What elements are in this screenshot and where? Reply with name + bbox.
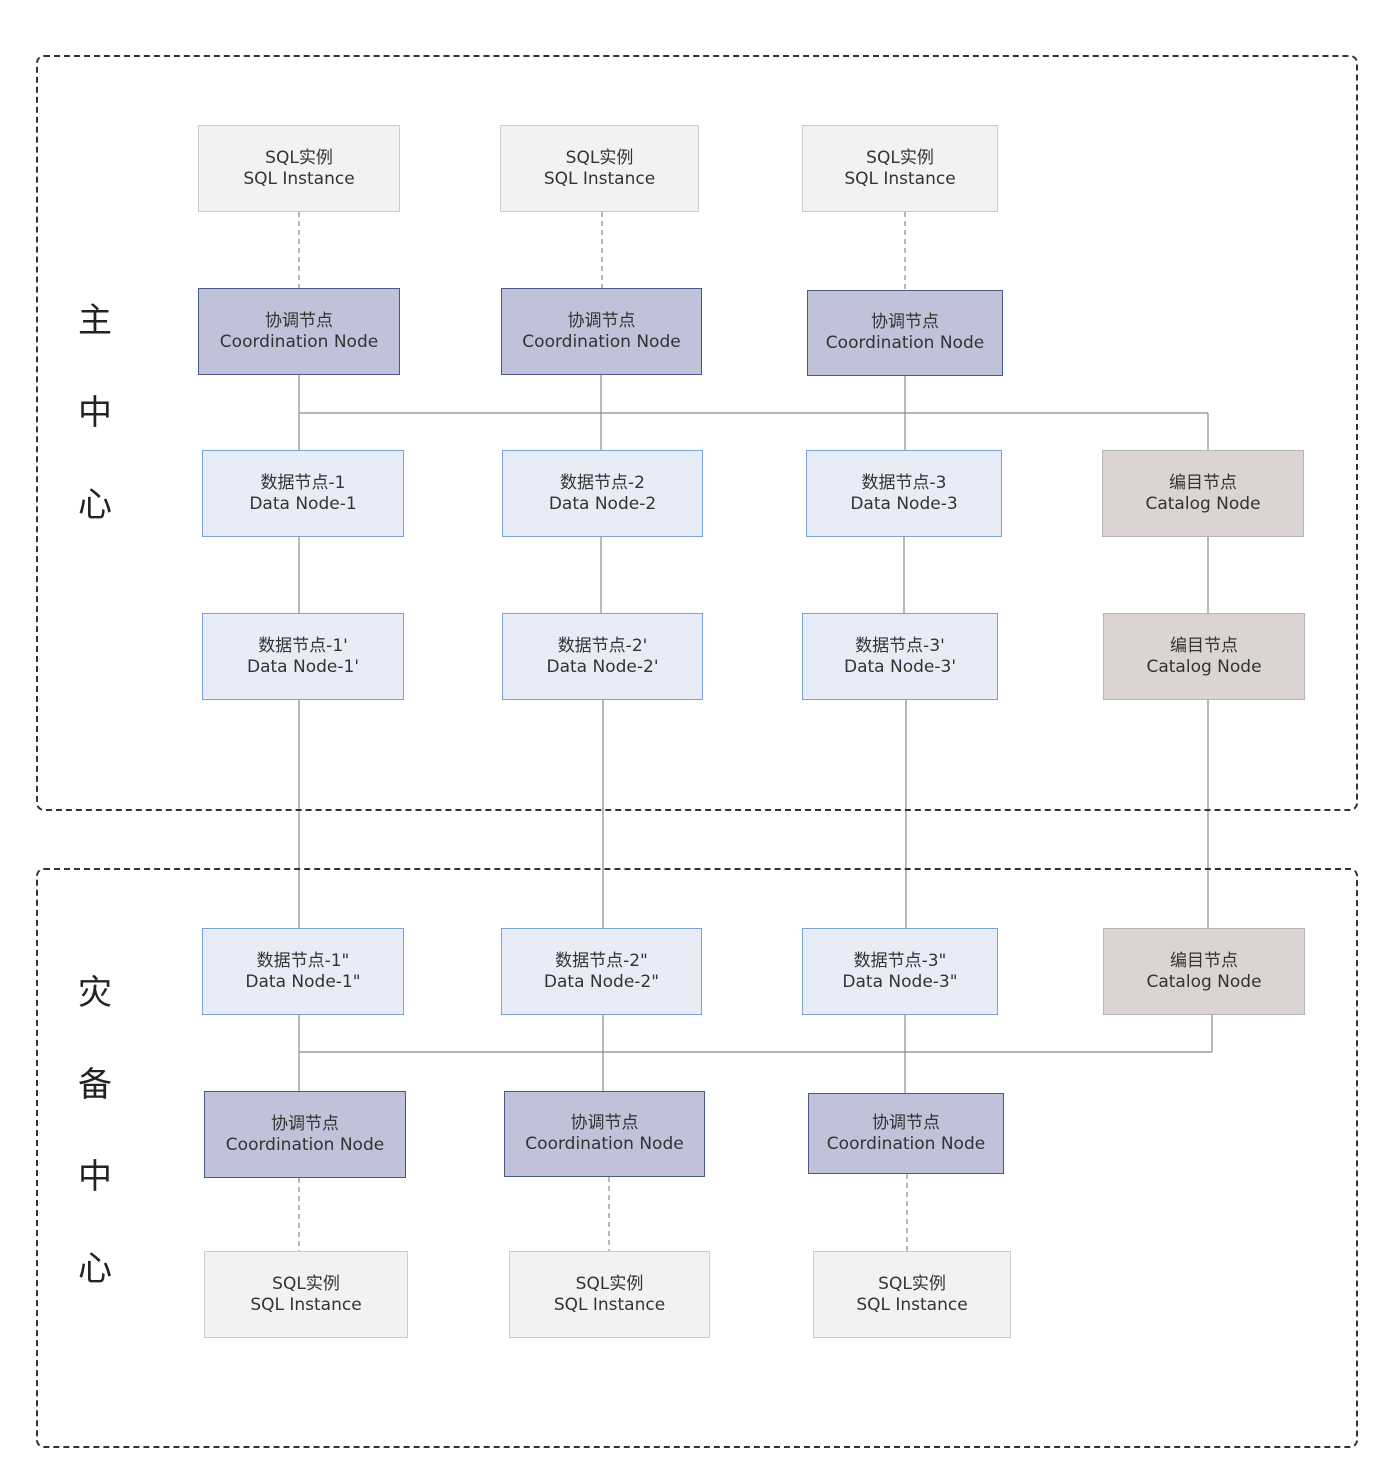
node-label-en: Data Node-1" bbox=[245, 971, 361, 992]
primary-center-label: 主 中 心 bbox=[65, 293, 125, 569]
node-label-en: Coordination Node bbox=[826, 1133, 986, 1154]
primary-center-region bbox=[36, 55, 1358, 811]
node-label-en: Data Node-3' bbox=[844, 656, 956, 677]
node-label-zh: SQL实例 bbox=[272, 1273, 340, 1294]
node-label-zh: 数据节点-2' bbox=[557, 635, 648, 656]
node-label-zh: 数据节点-3" bbox=[853, 950, 947, 971]
node-label-zh: 数据节点-2" bbox=[555, 950, 648, 971]
data-node-replica: 数据节点-1'Data Node-1' bbox=[202, 613, 404, 700]
node-label-zh: 数据节点-1" bbox=[256, 950, 350, 971]
node-label-zh: 数据节点-2 bbox=[560, 472, 645, 493]
node-label-zh: 编目节点 bbox=[1170, 635, 1238, 656]
node-label-en: Data Node-2' bbox=[546, 656, 659, 677]
node-label-en: Coordination Node bbox=[225, 1134, 385, 1155]
node-label-en: Data Node-1' bbox=[247, 656, 359, 677]
node-label-en: SQL Instance bbox=[243, 168, 355, 189]
node-label-en: Data Node-2" bbox=[543, 971, 660, 992]
node-label-en: SQL Instance bbox=[553, 1294, 666, 1315]
node-label-en: Coordination Node bbox=[525, 1134, 684, 1154]
node-label-en: Data Node-2 bbox=[548, 493, 657, 514]
node-label-en: SQL Instance bbox=[856, 1294, 968, 1315]
node-label-zh: 协调节点 bbox=[871, 312, 939, 332]
node-label-en: Data Node-3 bbox=[850, 493, 958, 514]
node-label-en: Coordination Node bbox=[219, 331, 379, 352]
node-label-zh: 数据节点-1' bbox=[258, 635, 348, 656]
backup-label-char: 心 bbox=[78, 1249, 112, 1289]
primary-label-char: 中 bbox=[78, 393, 112, 433]
node-label-zh: 数据节点-1 bbox=[260, 472, 346, 493]
node-label-en: Catalog Node bbox=[1146, 971, 1262, 992]
backup-data-node: 数据节点-3"Data Node-3" bbox=[802, 928, 998, 1015]
backup-label-char: 备 bbox=[78, 1065, 112, 1105]
node-label-zh: 协调节点 bbox=[570, 1113, 639, 1133]
primary-label-char: 主 bbox=[78, 301, 112, 341]
node-label-zh: 编目节点 bbox=[1169, 472, 1237, 493]
node-label-zh: 编目节点 bbox=[1170, 950, 1238, 971]
node-label-en: Coordination Node bbox=[522, 331, 681, 352]
backup-center-label: 灾 备 中 心 bbox=[65, 965, 125, 1333]
node-label-zh: 数据节点-3' bbox=[855, 635, 945, 656]
primary-label-char: 心 bbox=[78, 485, 112, 525]
backup-label-char: 灾 bbox=[78, 973, 112, 1013]
node-label-zh: 协调节点 bbox=[872, 1112, 940, 1133]
node-label-en: Data Node-3" bbox=[842, 971, 958, 992]
node-label-zh: 协调节点 bbox=[271, 1113, 339, 1134]
node-label-zh: SQL实例 bbox=[565, 147, 634, 168]
node-label-zh: 数据节点-3 bbox=[861, 472, 947, 493]
node-label-en: Data Node-1 bbox=[249, 493, 357, 514]
node-label-en: SQL Instance bbox=[844, 168, 956, 189]
backup-label-char: 中 bbox=[78, 1157, 112, 1197]
node-label-zh: 协调节点 bbox=[567, 310, 636, 331]
backup-center-region bbox=[36, 868, 1358, 1448]
backup-data-node: 数据节点-1"Data Node-1" bbox=[202, 928, 404, 1015]
node-label-zh: SQL实例 bbox=[575, 1273, 644, 1294]
node-label-en: Catalog Node bbox=[1145, 493, 1261, 514]
data-node-replica: 数据节点-3'Data Node-3' bbox=[802, 613, 998, 700]
node-label-en: Coordination Node bbox=[825, 333, 985, 353]
node-label-en: SQL Instance bbox=[250, 1294, 362, 1315]
node-label-zh: SQL实例 bbox=[866, 147, 934, 168]
data-node-replica: 数据节点-2'Data Node-2' bbox=[502, 613, 703, 700]
node-label-zh: 协调节点 bbox=[265, 310, 333, 331]
node-label-en: Catalog Node bbox=[1146, 656, 1262, 677]
node-label-zh: SQL实例 bbox=[878, 1273, 946, 1294]
backup-data-node: 数据节点-2"Data Node-2" bbox=[501, 928, 702, 1015]
node-label-en: SQL Instance bbox=[543, 168, 656, 189]
node-label-zh: SQL实例 bbox=[265, 147, 333, 168]
